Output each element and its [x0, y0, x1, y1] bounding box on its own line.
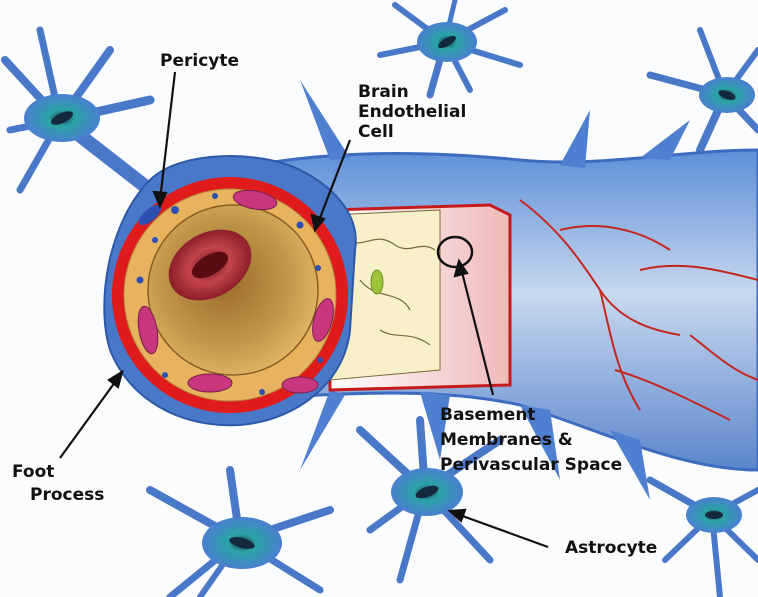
capillary-cross-section	[104, 156, 355, 425]
label-astrocyte: Astrocyte	[565, 538, 657, 558]
capillary-lumen	[148, 205, 318, 375]
label-foot-line-1: Foot	[12, 462, 54, 482]
label-basement-line-3: Perivascular Space	[440, 455, 622, 475]
label-endothelial-line-3: Cell	[358, 122, 394, 142]
label-basement-line-2: Membranes &	[440, 430, 573, 450]
endothelial-nucleus	[371, 270, 383, 294]
label-foot-line-2: Process	[30, 485, 104, 505]
label-basement-line-1: Basement	[440, 405, 536, 425]
label-pericyte: Pericyte	[160, 51, 239, 71]
label-endothelial-line-1: Brain	[358, 82, 409, 102]
label-endothelial-line-2: Endothelial	[358, 102, 466, 122]
